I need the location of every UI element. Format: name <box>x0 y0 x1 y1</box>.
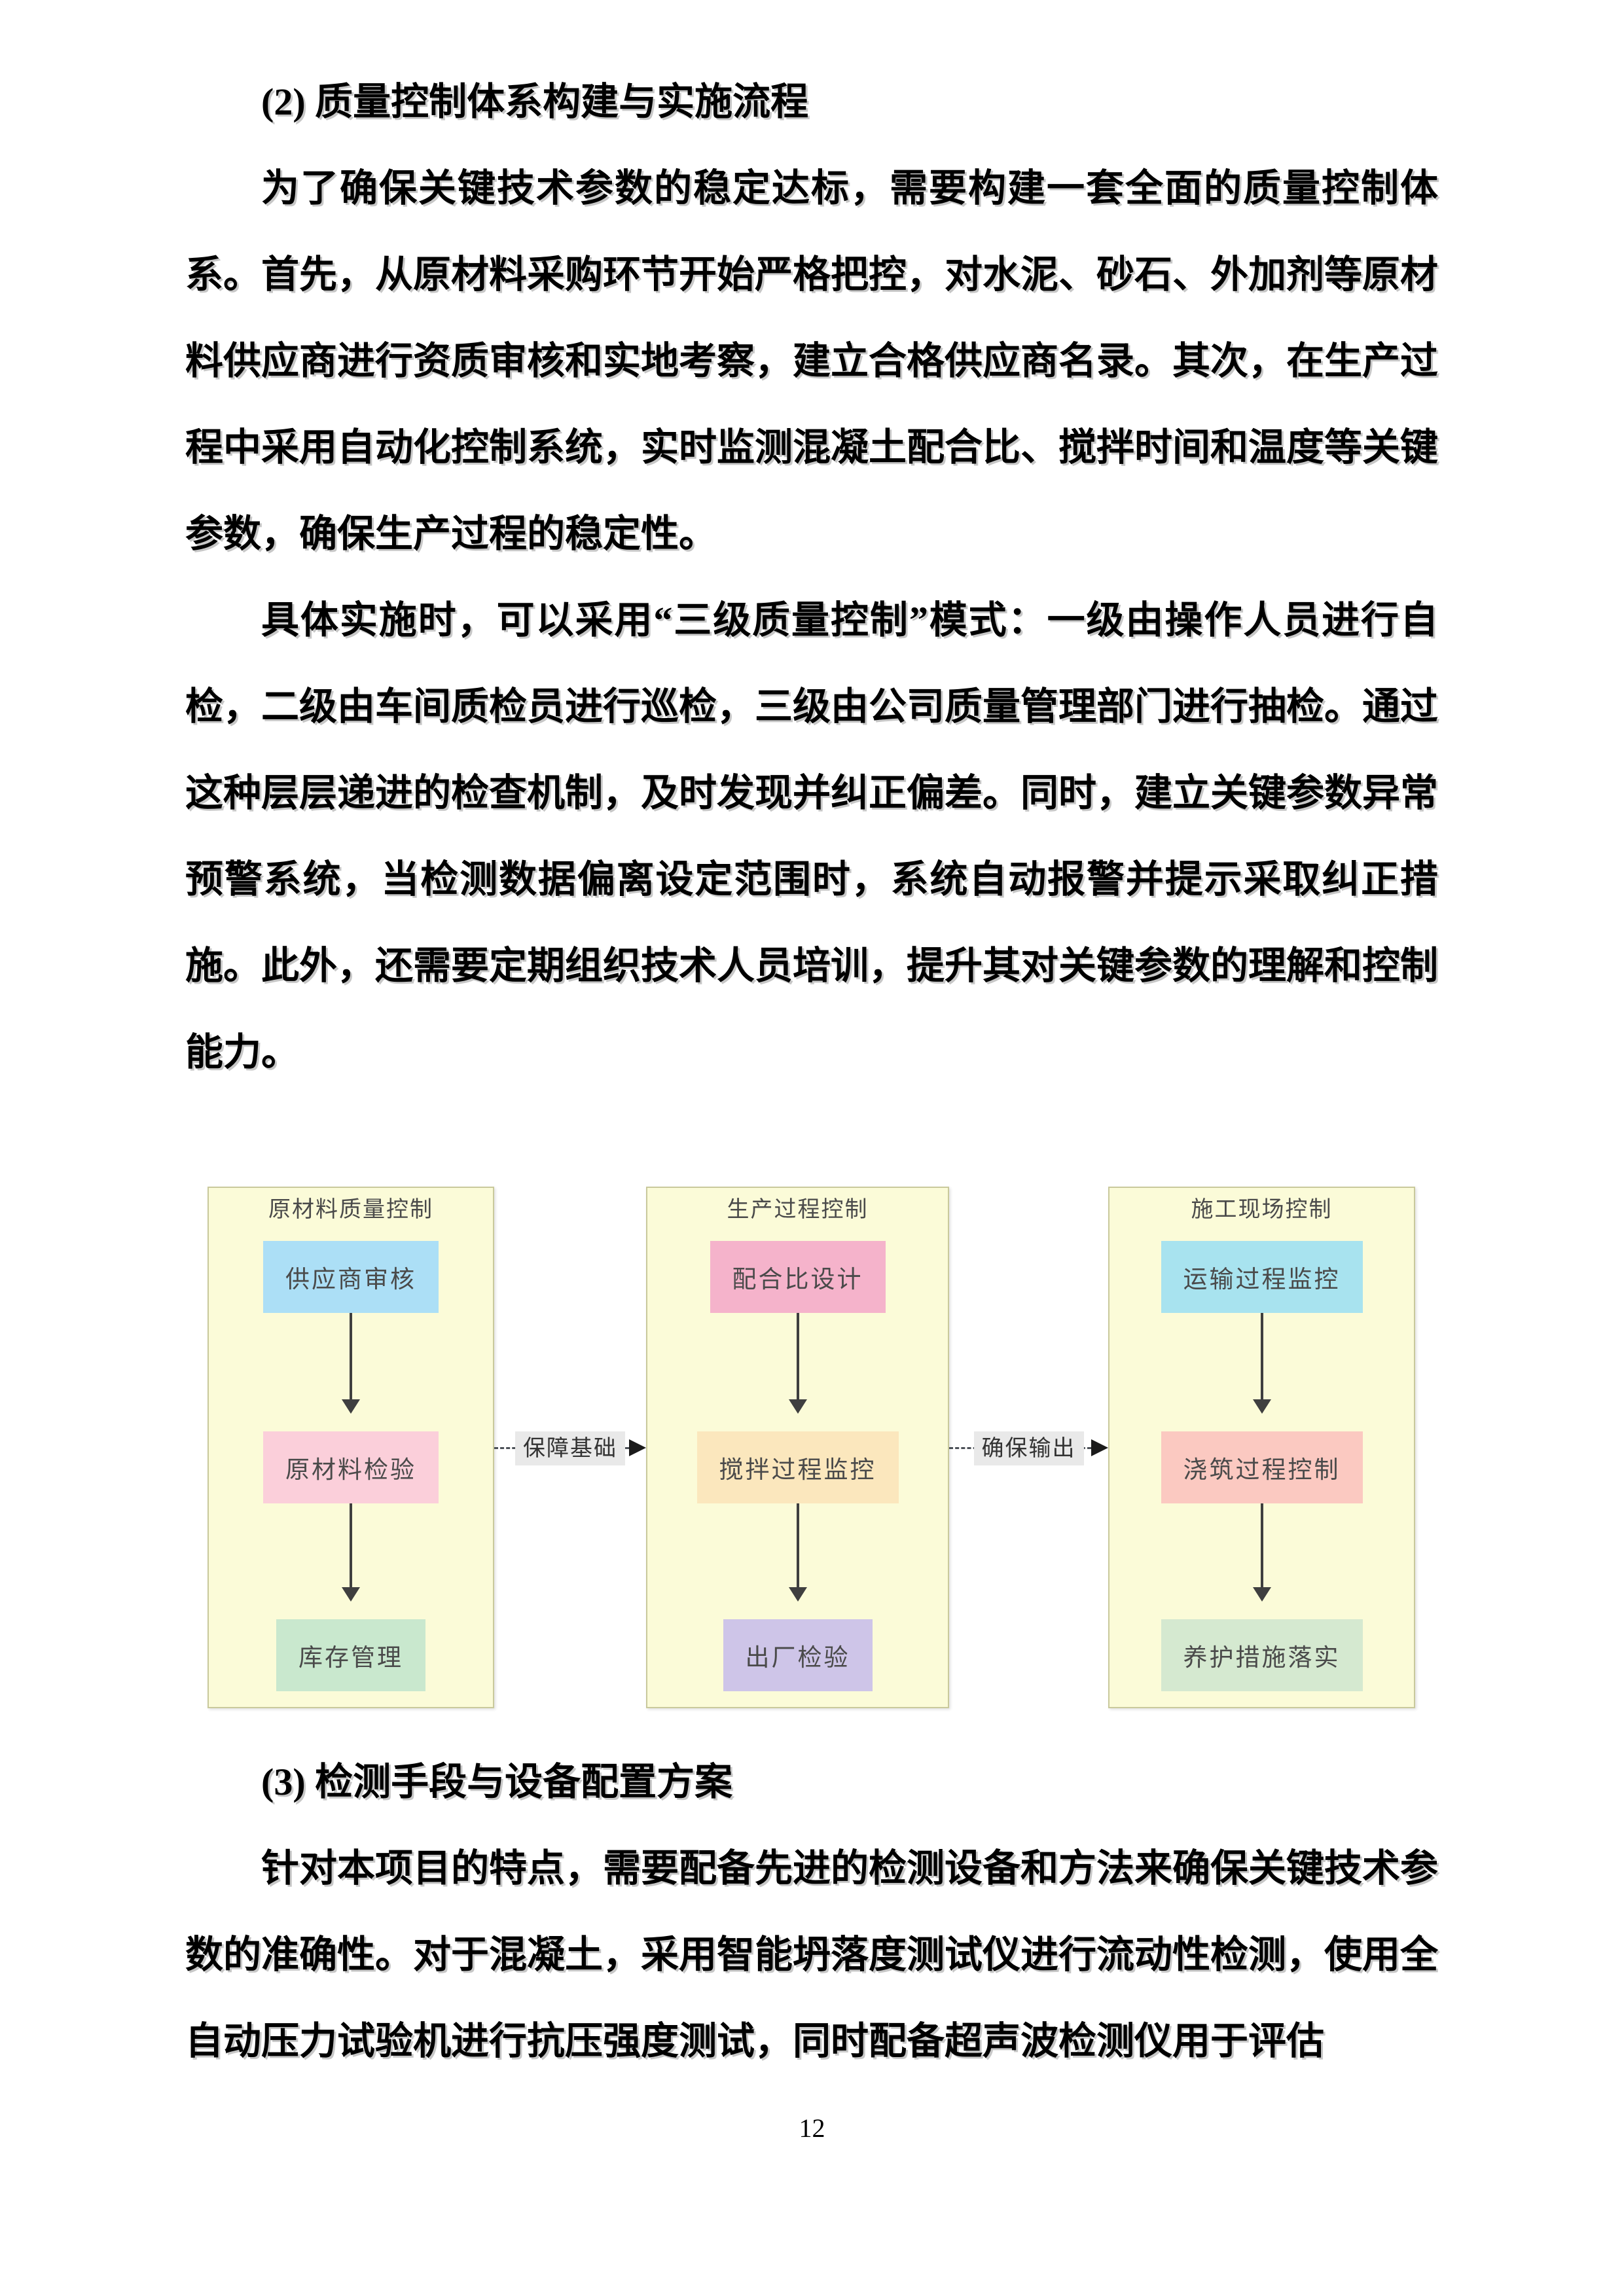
connector-label: 保障基础 <box>515 1431 625 1465</box>
panel-title: 生产过程控制 <box>727 1197 869 1222</box>
flow-box-label: 库存管理 <box>298 1644 403 1671</box>
flow-box-pouring-control: 浇筑过程控制 <box>1161 1431 1363 1503</box>
down-arrow-icon <box>342 1503 360 1602</box>
flow-box-label: 搅拌过程监控 <box>719 1456 876 1483</box>
flowchart-panel-construction-site: 施工现场控制 运输过程监控 浇筑过程控制 养护措施落实 <box>1108 1187 1415 1708</box>
down-arrow-icon <box>342 1313 360 1414</box>
panel-title: 原材料质量控制 <box>268 1197 433 1222</box>
flow-box-curing-implementation: 养护措施落实 <box>1161 1619 1363 1691</box>
down-arrow-icon <box>1252 1503 1271 1602</box>
paragraph-testing-equipment: 针对本项目的特点，需要配备先进的检测设备和方法来确保关键技术参数的准确性。对于混… <box>185 1847 1439 2062</box>
flow-box-factory-inspection: 出厂检验 <box>723 1619 873 1691</box>
flow-box-label: 供应商审核 <box>285 1266 416 1293</box>
flow-box-mix-design: 配合比设计 <box>710 1241 886 1313</box>
flow-box-label: 出厂检验 <box>745 1644 850 1671</box>
flowchart-panel-production: 生产过程控制 配合比设计 搅拌过程监控 出厂检验 <box>646 1187 949 1708</box>
page-number: 12 <box>799 2113 825 2143</box>
section-heading-3: (3) 检测手段与设备配置方案 <box>261 1761 733 1803</box>
section-heading-2: (2) 质量控制体系构建与实施流程 <box>261 81 809 123</box>
connector-ensure-output: 确保输出 <box>949 1420 1108 1477</box>
flow-box-label: 养护措施落实 <box>1183 1644 1341 1671</box>
flow-box-label: 配合比设计 <box>732 1266 863 1293</box>
paragraph-quality-system: 为了确保关键技术参数的稳定达标，需要构建一套全面的质量控制体系。首先，从原材料采… <box>185 167 1439 555</box>
quality-control-flowchart: 原材料质量控制 供应商审核 原材料检验 库存管理 保障基础 <box>185 1187 1438 1708</box>
flow-box-material-inspection: 原材料检验 <box>263 1431 439 1503</box>
flow-box-label: 浇筑过程控制 <box>1183 1456 1341 1483</box>
flow-box-supplier-audit: 供应商审核 <box>263 1241 439 1313</box>
flow-box-inventory-management: 库存管理 <box>276 1619 425 1691</box>
flow-box-transport-monitoring: 运输过程监控 <box>1161 1241 1363 1313</box>
down-arrow-icon <box>788 1503 807 1602</box>
flowchart-panel-raw-material: 原材料质量控制 供应商审核 原材料检验 库存管理 <box>208 1187 494 1708</box>
down-arrow-icon <box>788 1313 807 1414</box>
right-arrow-icon <box>629 1439 646 1456</box>
down-arrow-icon <box>1252 1313 1271 1414</box>
right-arrow-icon <box>1091 1439 1108 1456</box>
flow-box-label: 原材料检验 <box>285 1456 416 1483</box>
flow-box-mixing-monitoring: 搅拌过程监控 <box>696 1431 899 1503</box>
panel-title: 施工现场控制 <box>1191 1197 1333 1222</box>
paragraph-three-level-control: 具体实施时，可以采用“三级质量控制”模式：一级由操作人员进行自检，二级由车间质检… <box>185 599 1439 1073</box>
connector-guarantee-basis: 保障基础 <box>494 1420 646 1477</box>
flow-box-label: 运输过程监控 <box>1183 1266 1341 1293</box>
connector-label: 确保输出 <box>973 1431 1084 1465</box>
document-content: (2) 质量控制体系构建与实施流程 为了确保关键技术参数的稳定达标，需要构建一套… <box>185 59 1438 2085</box>
